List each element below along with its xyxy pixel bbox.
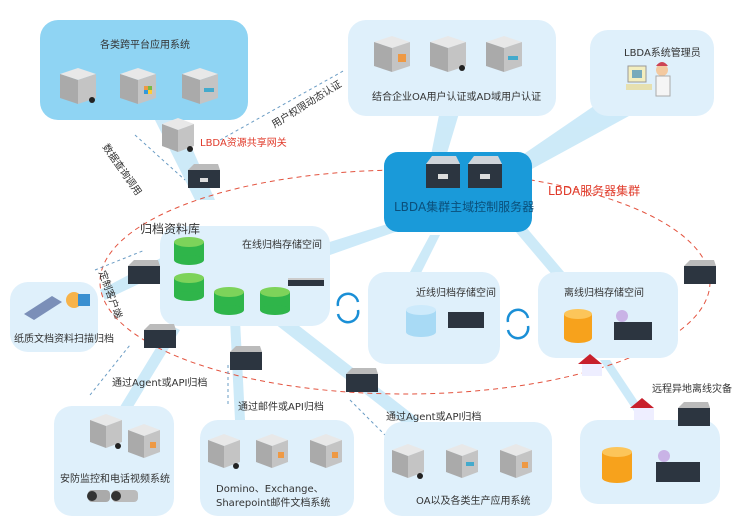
paper-scan-label: 纸质文档资料扫描归档 [14, 334, 114, 345]
admin-label: LBDA系统管理员 [624, 48, 701, 59]
panel-cross-platform: 各类跨平台应用系统 [40, 20, 248, 120]
server-group [374, 36, 522, 72]
database-icon [260, 287, 290, 315]
mail-label-line1: Domino、Exchange、 [216, 484, 324, 495]
rack-server-icon [188, 164, 220, 188]
linux-server-icon [60, 68, 96, 104]
panel-offline-storage: 离线归档存储空间 [538, 272, 678, 358]
server-group [208, 434, 342, 469]
cross-platform-label: 各类跨平台应用系统 [100, 40, 190, 51]
admin-computer-icon [626, 62, 671, 97]
panel-online-storage: 在线归档存储空间 [160, 226, 330, 326]
beam-nearline [410, 235, 440, 275]
house-icon [578, 354, 602, 376]
panel-mail: Domino、Exchange、 Sharepoint邮件文档系统 [200, 420, 354, 516]
arrow-custom-client [94, 249, 146, 271]
rack-server-icon [346, 368, 378, 392]
windows-server-icon [128, 424, 160, 458]
panel-core-server: LBDA集群主域控制服务器 [384, 152, 535, 232]
offline-label: 离线归档存储空间 [564, 288, 644, 299]
beam-oa-apps [270, 315, 420, 425]
camera-icon [87, 490, 138, 502]
beam-security [115, 325, 180, 420]
storage-array-icon [448, 312, 484, 328]
tape-library-icon [614, 310, 652, 340]
oa-apps-label: OA以及各类生产应用系统 [416, 496, 531, 507]
windows-server-icon [500, 444, 532, 478]
core-server-label: LBDA集群主域控制服务器 [394, 200, 535, 214]
rack-server-icon [230, 346, 262, 370]
remote-label: 远程异地离线灾备 [652, 384, 732, 395]
server-group [60, 68, 218, 104]
beam-oa [430, 110, 460, 160]
scanner-icon [24, 292, 90, 320]
windows-server-icon [120, 68, 156, 104]
rack-server-pair-icon [426, 156, 502, 188]
sync-arrows-icon [336, 292, 360, 324]
windows-server-icon [310, 434, 342, 468]
edge-agent-api-1: 通过Agent或API归档 [112, 378, 208, 389]
linux-server-icon [208, 434, 240, 469]
windows-server-icon [256, 434, 288, 468]
security-label: 安防监控和电话视频系统 [60, 474, 170, 485]
linux-server-icon [430, 36, 466, 72]
oa-auth-label: 结合企业OA用户认证或AD域用户认证 [372, 92, 542, 103]
linux-server-icon [90, 414, 122, 449]
offline-storage-icons [564, 309, 652, 343]
edge-agent-api-2: 通过Agent或API归档 [386, 412, 482, 423]
panel-remote-dr [580, 420, 720, 504]
database-icon [214, 287, 244, 315]
database-icon [174, 237, 204, 265]
server-group [90, 414, 160, 458]
server-group [392, 444, 532, 479]
generic-server-icon [486, 36, 522, 72]
house-icon [630, 398, 654, 420]
windows-server-icon [374, 36, 410, 72]
panel-oa-apps: OA以及各类生产应用系统 [384, 422, 552, 516]
tape-library-icon [656, 450, 700, 482]
online-label: 在线归档存储空间 [242, 240, 322, 251]
rack-server-icon [144, 324, 176, 348]
remote-storage-icons [602, 447, 700, 483]
panel-oa-auth: 结合企业OA用户认证或AD域用户认证 [348, 20, 556, 116]
rack-server-icon [678, 402, 710, 426]
archive-db-label: 归档资料库 [140, 222, 201, 236]
sync-arrows-icon [506, 308, 530, 340]
nearline-storage-icons [406, 305, 484, 337]
nearline-label: 近线归档存储空间 [416, 288, 496, 299]
panel-security: 安防监控和电话视频系统 [54, 406, 174, 516]
arrow-agent-2 [349, 399, 386, 436]
database-icon [602, 447, 632, 483]
panel-paper-scan: 纸质文档资料扫描归档 [10, 282, 114, 352]
gateway-server-icon [162, 118, 194, 152]
generic-server-icon [182, 68, 218, 104]
cluster-label: LBDA服务器集群 [548, 184, 641, 198]
linux-server-icon [392, 444, 424, 479]
database-icon [564, 309, 592, 343]
arrow-data-query [134, 134, 186, 181]
mail-label-line2: Sharepoint邮件文档系统 [216, 498, 331, 509]
edge-mail-api: 通过邮件或API归档 [238, 402, 324, 413]
panel-admin: LBDA系统管理员 [590, 30, 714, 116]
rack-server-icon [128, 260, 160, 284]
green-db-group [174, 237, 324, 315]
rack-server-icon [684, 260, 716, 284]
arrow-agent-1 [89, 344, 131, 396]
database-icon [406, 305, 436, 337]
storage-array-icon [288, 278, 324, 286]
gateway-label: LBDA资源共享网关 [200, 138, 287, 149]
generic-server-icon [446, 444, 478, 478]
panel-nearline-storage: 近线归档存储空间 [368, 272, 500, 364]
database-icon [174, 273, 204, 301]
